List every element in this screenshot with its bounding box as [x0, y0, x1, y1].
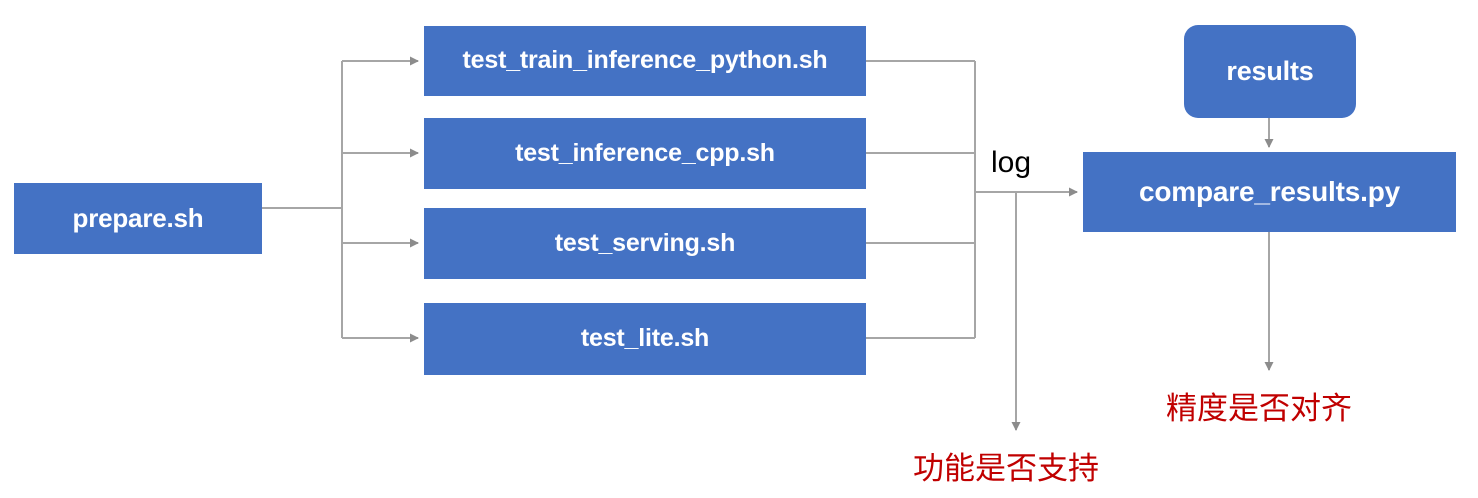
node-test-lite-sh[interactable]: test_lite.sh [424, 303, 866, 375]
node-compare-results-py[interactable]: compare_results.py [1083, 152, 1456, 232]
node-test-inference-cpp-sh[interactable]: test_inference_cpp.sh [424, 118, 866, 189]
node-results[interactable]: results [1184, 25, 1356, 118]
annotation-precision-aligned: 精度是否对齐 [1166, 391, 1352, 427]
node-test-serving-sh[interactable]: test_serving.sh [424, 208, 866, 279]
edge-label-log: log [991, 146, 1032, 179]
node-prepare-sh[interactable]: prepare.sh [14, 183, 262, 254]
annotation-function-supported: 功能是否支持 [913, 451, 1099, 487]
node-test-train-inference-python-sh[interactable]: test_train_inference_python.sh [424, 26, 866, 96]
